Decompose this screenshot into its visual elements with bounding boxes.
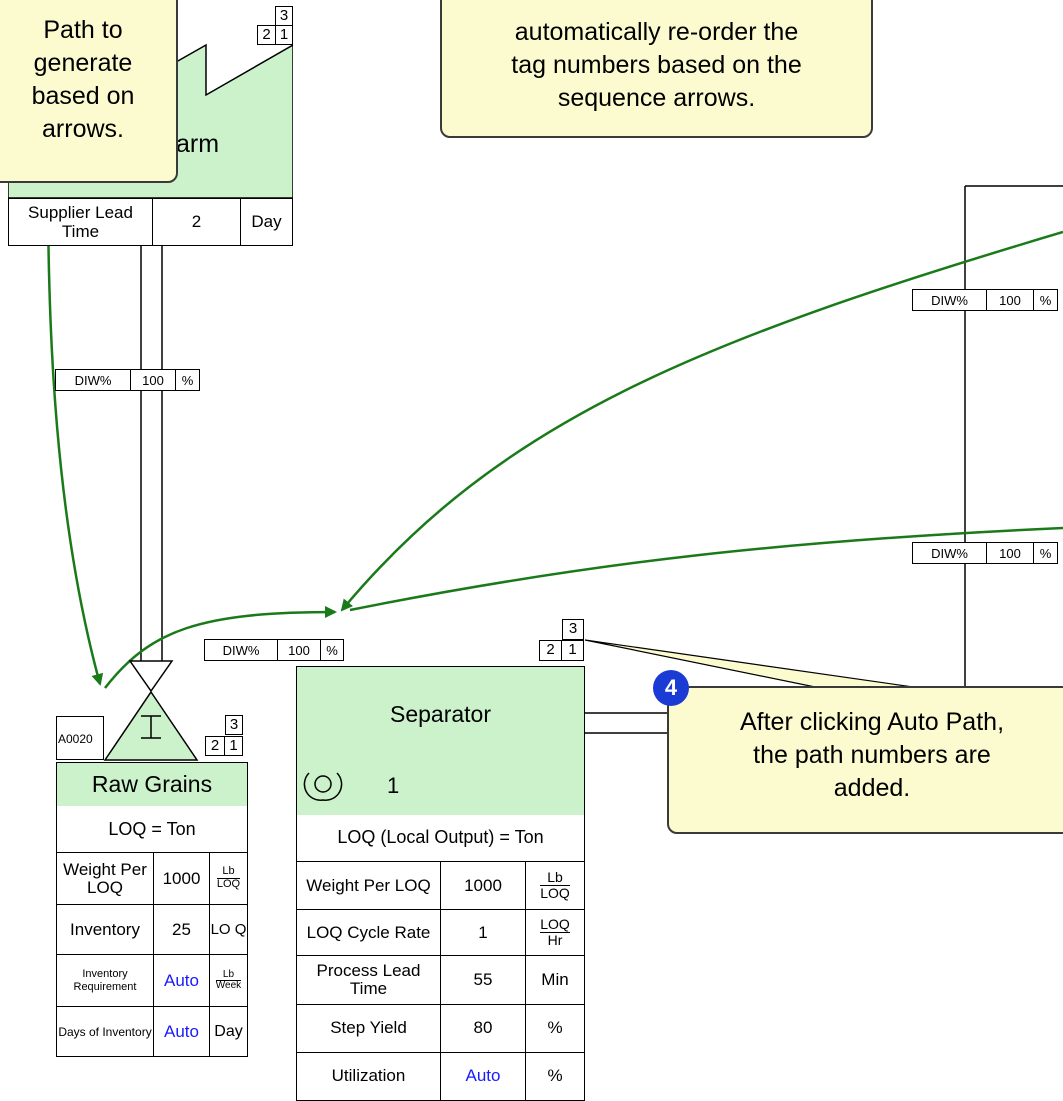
rawgrains-invreq-label: Inventory Requirement bbox=[56, 954, 154, 1007]
separator-tag-top: 3 bbox=[562, 619, 584, 640]
diw-value[interactable]: 100 bbox=[131, 370, 176, 390]
separator-cycle-value[interactable]: 1 bbox=[440, 909, 526, 957]
rawgrains-invreq-unit-den: Week bbox=[215, 980, 242, 991]
separator-utilization-unit: % bbox=[525, 1051, 585, 1101]
rawgrains-inventory-value[interactable]: 25 bbox=[153, 904, 210, 955]
callout-top-line-1: automatically re-order the bbox=[514, 18, 799, 46]
rawgrains-weight-unit-num: Lb bbox=[216, 866, 241, 879]
diw-value[interactable]: 100 bbox=[278, 640, 321, 660]
supplier-tag-top: 3 bbox=[275, 6, 293, 26]
callout-bottom: After clicking Auto Path, the path numbe… bbox=[667, 686, 1063, 834]
operator-icon bbox=[303, 772, 343, 801]
diw-box-supply[interactable]: DIW% 100 % bbox=[55, 369, 200, 391]
step-badge: 4 bbox=[653, 670, 689, 706]
separator-loq: LOQ (Local Output) = Ton bbox=[296, 815, 585, 862]
callout-top-line-3: sequence arrows. bbox=[557, 84, 756, 112]
arrow-supplier-to-rawgrains bbox=[46, 185, 104, 686]
callout-top-line-2: tag numbers based on the bbox=[511, 51, 802, 79]
callout-left-line-2: generate bbox=[33, 49, 133, 77]
separator-yield-label: Step Yield bbox=[296, 1003, 441, 1053]
rawgrains-days-label: Days of Inventory bbox=[56, 1006, 154, 1057]
separator-tag-left: 2 bbox=[539, 640, 562, 661]
diw-unit: % bbox=[1039, 292, 1052, 308]
callout-left-line-1: Path to bbox=[43, 16, 123, 44]
separator-cycle-label: LOQ Cycle Rate bbox=[296, 909, 441, 957]
diw-label: DIW% bbox=[56, 370, 131, 390]
rawgrains-inventory-label: Inventory bbox=[56, 904, 154, 955]
diw-box-right-mid[interactable]: DIW% 100 % bbox=[912, 542, 1058, 564]
rawgrains-weight-label: Weight Per LOQ bbox=[56, 852, 154, 905]
arrow-rawgrains-to-separator bbox=[104, 606, 337, 689]
separator-weight-unit-den: LOQ bbox=[540, 884, 570, 901]
separator-leadtime-label: Process Lead Time bbox=[296, 955, 441, 1005]
rawgrains-tag-left: 2 bbox=[205, 736, 225, 756]
callout-bottom-pointer bbox=[584, 639, 921, 689]
rawgrains-tag-right: 1 bbox=[224, 736, 243, 756]
supplier-lead-time-unit: Day bbox=[240, 198, 293, 246]
inventory-triangle-icon[interactable] bbox=[103, 690, 199, 762]
diw-value[interactable]: 100 bbox=[987, 543, 1034, 563]
diw-value[interactable]: 100 bbox=[987, 290, 1034, 310]
rawgrains-inventory-unit: LO Q bbox=[209, 904, 248, 955]
rawgrains-title[interactable]: Raw Grains bbox=[56, 762, 248, 807]
supplier-lead-time-label: Supplier Lead Time bbox=[8, 198, 153, 246]
diw-unit: % bbox=[181, 372, 194, 388]
separator-leadtime-value[interactable]: 55 bbox=[440, 955, 526, 1005]
separator-leadtime-unit: Min bbox=[525, 955, 585, 1005]
separator-utilization-value[interactable]: Auto bbox=[440, 1051, 526, 1101]
rawgrains-invreq-value[interactable]: Auto bbox=[153, 954, 210, 1007]
supplier-tag-right: 1 bbox=[275, 25, 293, 45]
rawgrains-days-unit: Day bbox=[209, 1006, 248, 1057]
arrow-right-mid-to-separator bbox=[349, 526, 1063, 612]
diw-box-right-top[interactable]: DIW% 100 % bbox=[912, 289, 1058, 311]
callout-bottom-line-2: the path numbers are bbox=[753, 741, 991, 769]
separator-process-box[interactable]: Separator 1 bbox=[296, 666, 585, 816]
callout-top: automatically re-order the tag numbers b… bbox=[440, 0, 873, 138]
rawgrains-weight-unit-den: LOQ bbox=[216, 878, 241, 890]
rawgrains-weight-value[interactable]: 1000 bbox=[153, 852, 210, 905]
supplier-tag-left: 2 bbox=[257, 25, 276, 45]
separator-yield-unit: % bbox=[525, 1003, 585, 1053]
separator-yield-value[interactable]: 80 bbox=[440, 1003, 526, 1053]
separator-weight-value[interactable]: 1000 bbox=[440, 860, 526, 911]
diw-box-separator-in[interactable]: DIW% 100 % bbox=[204, 639, 344, 661]
separator-cycle-unit-den: Hr bbox=[547, 932, 563, 949]
separator-weight-unit-num: Lb bbox=[540, 870, 570, 886]
rawgrains-id: A0020 bbox=[56, 716, 104, 760]
supplier-lead-time-value[interactable]: 2 bbox=[152, 198, 241, 246]
diw-unit: % bbox=[326, 642, 338, 658]
supplier-lead-time-table: Supplier Lead Time 2 Day bbox=[8, 198, 293, 246]
callout-left: Path to generate based on arrows. bbox=[0, 0, 178, 183]
callout-left-line-3: based on bbox=[31, 82, 135, 110]
separator-operator-count[interactable]: 1 bbox=[387, 773, 400, 798]
diw-label: DIW% bbox=[913, 290, 987, 310]
separator-weight-label: Weight Per LOQ bbox=[296, 860, 441, 911]
callout-left-line-4: arrows. bbox=[42, 115, 124, 143]
diw-label: DIW% bbox=[205, 640, 278, 660]
separator-cycle-unit-num: LOQ bbox=[540, 916, 570, 934]
separator-tag-right: 1 bbox=[561, 640, 584, 661]
rawgrains-invreq-unit-num: Lb bbox=[215, 969, 242, 981]
conveyor-end-icon bbox=[128, 660, 174, 692]
rawgrains-tag-top: 3 bbox=[225, 715, 243, 735]
callout-bottom-line-3: added. bbox=[833, 774, 911, 802]
rawgrains-days-value[interactable]: Auto bbox=[153, 1006, 210, 1057]
rawgrains-loq: LOQ = Ton bbox=[56, 806, 248, 853]
diw-label: DIW% bbox=[913, 543, 987, 563]
supplier-name-fragment: arm bbox=[176, 130, 220, 158]
arrow-right-top-to-separator bbox=[340, 230, 1063, 612]
diw-unit: % bbox=[1039, 545, 1052, 561]
callout-bottom-line-1: After clicking Auto Path, bbox=[739, 708, 1005, 736]
separator-utilization-label: Utilization bbox=[296, 1051, 441, 1101]
separator-title: Separator bbox=[389, 701, 491, 727]
